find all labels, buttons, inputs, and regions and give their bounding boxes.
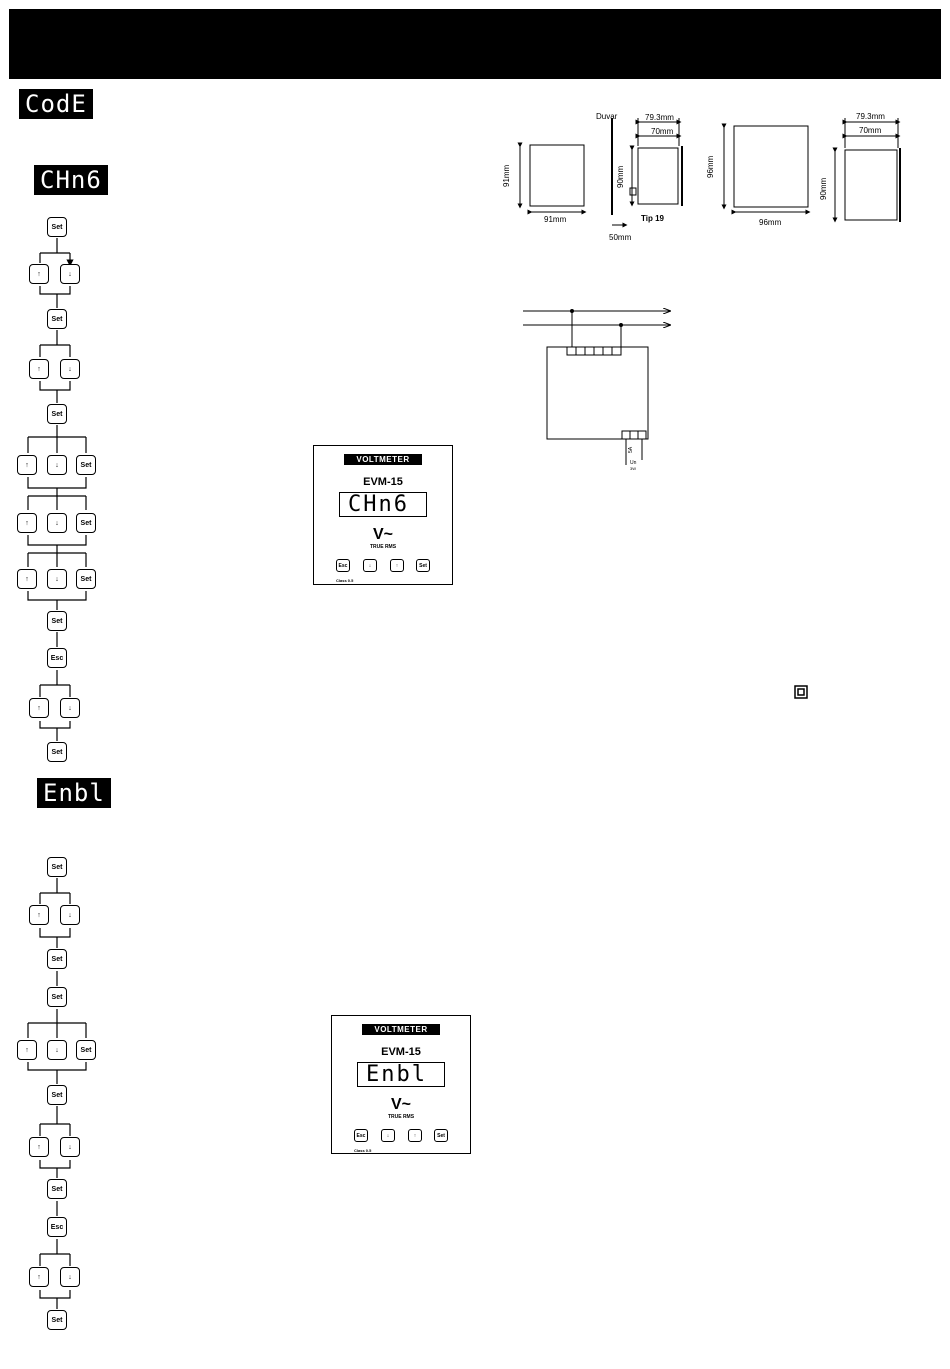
device-set-key: Set xyxy=(416,559,430,572)
up-arrow-key: ↑ xyxy=(29,905,49,925)
device-up-key: ↑ xyxy=(408,1129,422,1142)
set-key: Set xyxy=(47,742,67,762)
set-key: Set xyxy=(76,513,96,533)
wiring-diagram: 5A Un 3W xyxy=(523,300,680,471)
device-down-key: ↓ xyxy=(381,1129,395,1142)
double-insulation-icon xyxy=(794,685,808,699)
device-class-label: Class 0.5 xyxy=(336,578,354,583)
device-esc-key: Esc xyxy=(336,559,350,572)
set-key: Set xyxy=(47,987,67,1007)
depth-70-label: 70mm xyxy=(651,127,674,136)
supply-label: Un xyxy=(630,460,637,466)
down-arrow-key: ↓ xyxy=(47,1040,67,1060)
set-key: Set xyxy=(47,1310,67,1330)
down-arrow-key: ↓ xyxy=(60,1137,80,1157)
depth2-70-label: 70mm xyxy=(859,126,882,135)
esc-key: Esc xyxy=(47,648,67,668)
up-arrow-key: ↑ xyxy=(29,698,49,718)
set-key: Set xyxy=(47,1085,67,1105)
down-arrow-key: ↓ xyxy=(60,905,80,925)
set-key: Set xyxy=(47,404,67,424)
set-key: Set xyxy=(47,949,67,969)
fuse-label: 5A xyxy=(628,446,634,453)
instrument-body xyxy=(546,346,649,440)
down-arrow-key: ↓ xyxy=(47,455,67,475)
device-model: EVM-15 xyxy=(363,476,403,488)
cutout-91-rect xyxy=(529,144,585,207)
down-arrow-key: ↓ xyxy=(60,698,80,718)
device-badge: VOLTMETER xyxy=(344,454,422,465)
set-key: Set xyxy=(47,1179,67,1199)
set-key: Set xyxy=(76,1040,96,1060)
set-key: Set xyxy=(76,569,96,589)
set-key: Set xyxy=(47,611,67,631)
up-arrow-key: ↑ xyxy=(17,513,37,533)
device-front-enable: VOLTMETER EVM-15 Enbl V~ TRUE RMS Esc ↓ … xyxy=(331,1015,471,1154)
device-down-key: ↓ xyxy=(363,559,377,572)
type-label: Tip 19 xyxy=(641,214,665,223)
device-class-label: Class 0.5 xyxy=(354,1148,372,1153)
height-91-label: 91mm xyxy=(502,164,511,187)
down-arrow-key: ↓ xyxy=(47,513,67,533)
set-key: Set xyxy=(47,857,67,877)
change-segment-label: CHn6 xyxy=(34,165,108,195)
wall-gap-label: 50mm xyxy=(609,233,632,242)
device-display: CHn6 xyxy=(339,492,427,517)
device-front-change: VOLTMETER EVM-15 CHn6 V~ TRUE RMS Esc ↓ … xyxy=(313,445,453,585)
device-rms-label: TRUE RMS xyxy=(387,1114,415,1120)
up-arrow-key: ↑ xyxy=(29,1267,49,1287)
width-96-label: 96mm xyxy=(759,218,782,227)
device-badge: VOLTMETER xyxy=(362,1024,440,1035)
down-arrow-key: ↓ xyxy=(60,264,80,284)
esc-key: Esc xyxy=(47,1217,67,1237)
device-up-key: ↑ xyxy=(390,559,404,572)
up-arrow-key: ↑ xyxy=(29,1137,49,1157)
wall-label: Duvar xyxy=(596,112,618,121)
supply-sub-label: 3W xyxy=(630,466,636,471)
down-arrow-key: ↓ xyxy=(47,569,67,589)
height2-90-label: 90mm xyxy=(819,177,828,200)
code-segment-label: CodE xyxy=(19,89,93,119)
depth-79-label: 79.3mm xyxy=(645,113,674,122)
height-96-label: 96mm xyxy=(706,155,715,178)
depth2-79-label: 79.3mm xyxy=(856,112,885,121)
width-91-label: 91mm xyxy=(544,215,567,224)
device-unit: V~ xyxy=(390,1096,411,1113)
up-arrow-key: ↑ xyxy=(29,359,49,379)
up-arrow-key: ↑ xyxy=(17,455,37,475)
flow-connectors xyxy=(27,238,87,1309)
up-arrow-key: ↑ xyxy=(29,264,49,284)
down-arrow-key: ↓ xyxy=(60,1267,80,1287)
enable-segment-label: Enbl xyxy=(37,778,111,808)
up-arrow-key: ↑ xyxy=(17,1040,37,1060)
device-rms-label: TRUE RMS xyxy=(369,544,397,550)
device-display: Enbl xyxy=(357,1062,445,1087)
dimension-drawings: Duvar 91mm 91mm 79.3mm 70mm 90mm Tip 19 … xyxy=(502,112,901,242)
header-bar xyxy=(9,9,941,79)
device-unit: V~ xyxy=(372,526,393,543)
set-key: Set xyxy=(76,455,96,475)
set-key: Set xyxy=(47,217,67,237)
device-esc-key: Esc xyxy=(354,1129,368,1142)
down-arrow-key: ↓ xyxy=(60,359,80,379)
height-90-label: 90mm xyxy=(616,165,625,188)
device-model: EVM-15 xyxy=(381,1046,421,1058)
device-set-key: Set xyxy=(434,1129,448,1142)
set-key: Set xyxy=(47,309,67,329)
up-arrow-key: ↑ xyxy=(17,569,37,589)
